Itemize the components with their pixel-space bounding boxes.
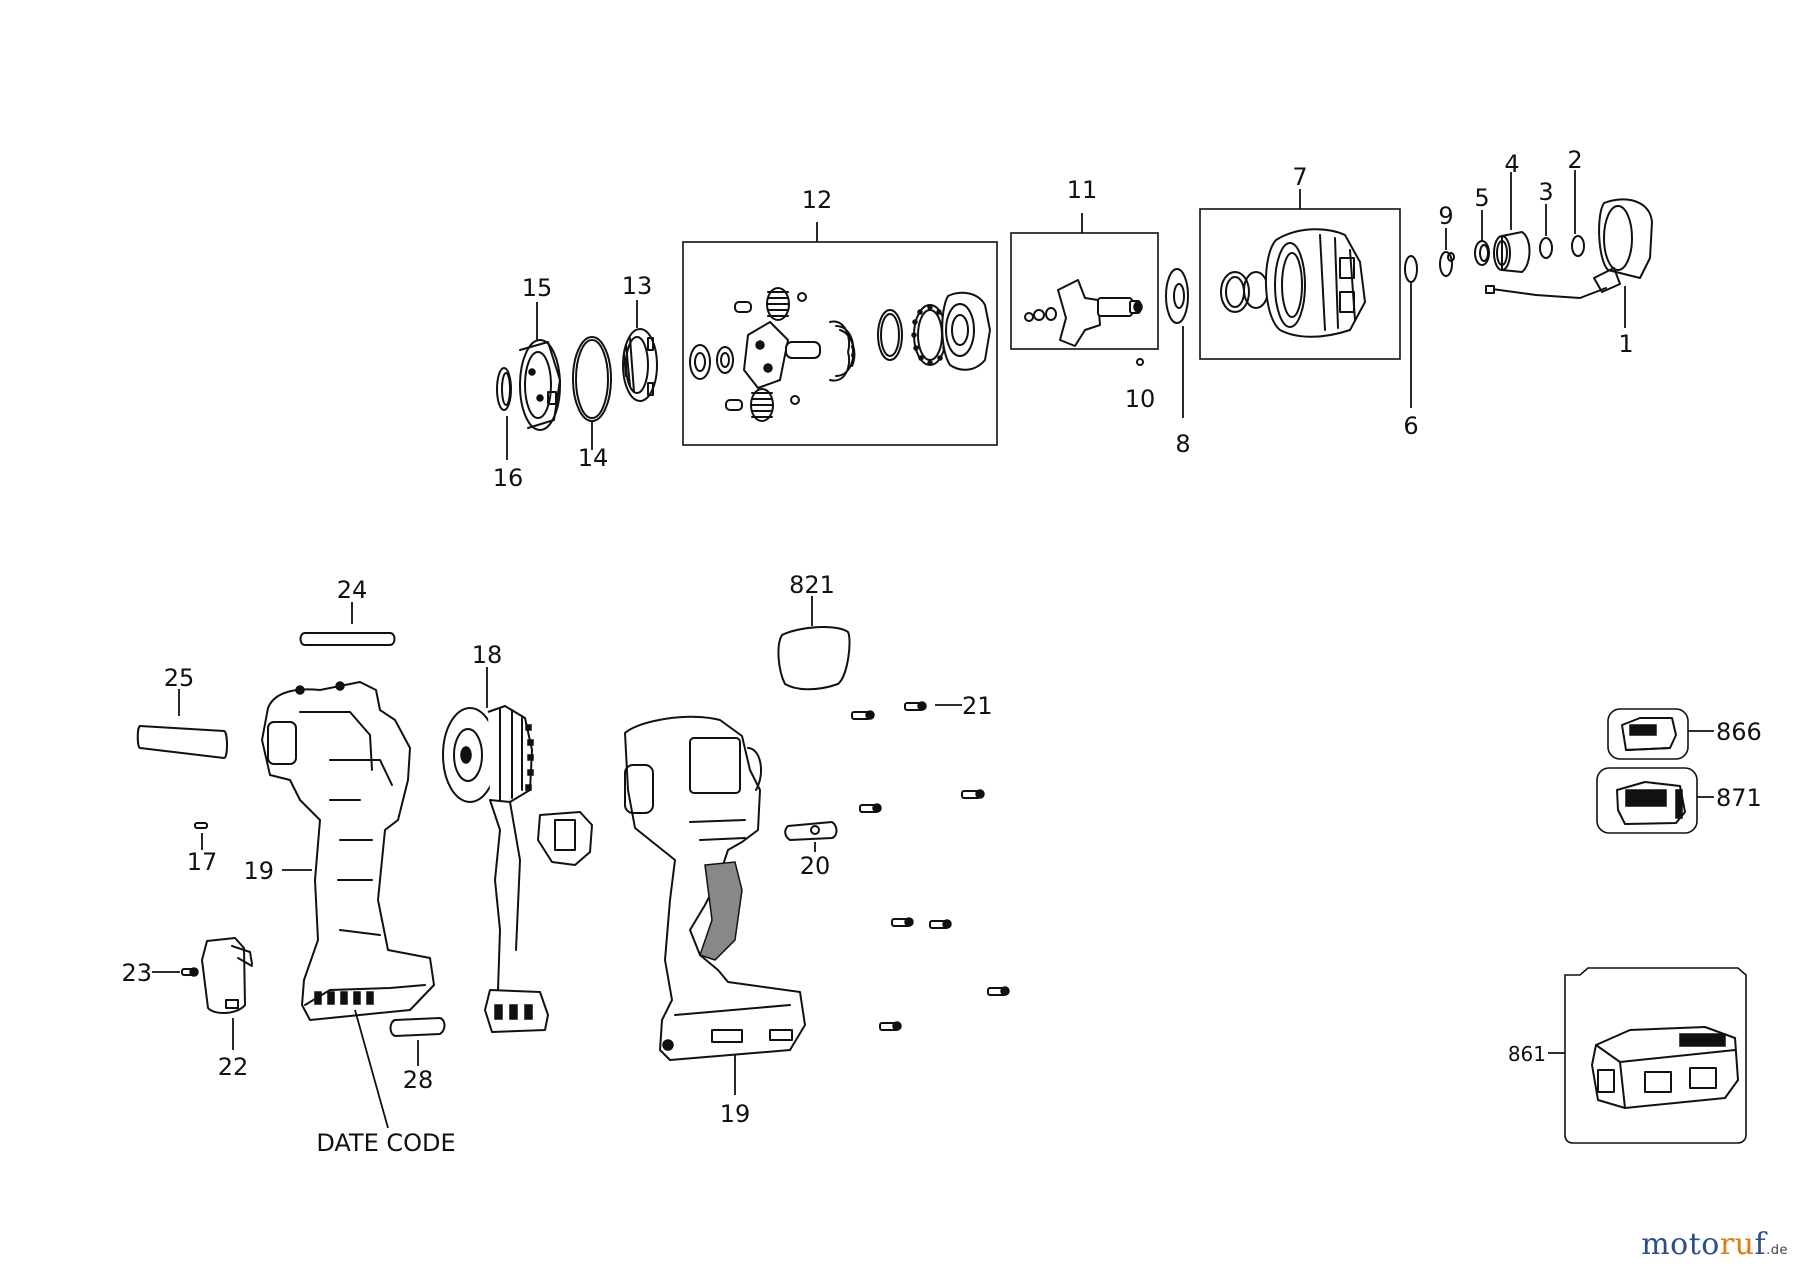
callout-866: 866 (1716, 718, 1762, 746)
callout-5: 5 (1474, 184, 1489, 212)
part-24-label (299, 632, 396, 646)
part-18-motor-switch-assembly (442, 705, 593, 1033)
watermark-part2: ru (1719, 1227, 1755, 1262)
part-1-nose-cover-led (1485, 198, 1653, 299)
group-7-hammer-case-parts (1220, 228, 1366, 338)
part-17-pin (194, 822, 208, 829)
callout-23: 23 (121, 959, 152, 987)
part-13-ring-gear (622, 328, 658, 402)
motoruf-watermark: motoruf.de (1641, 1227, 1788, 1262)
callout-821: 821 (789, 571, 835, 599)
watermark-part1: moto (1641, 1227, 1720, 1262)
part-16-o-ring (496, 367, 512, 411)
part-866-battery (1607, 708, 1689, 760)
callout-12: 12 (802, 186, 833, 214)
callout-6: 6 (1403, 412, 1418, 440)
callout-3: 3 (1538, 178, 1553, 206)
part-3-ring (1539, 237, 1553, 259)
callout-7: 7 (1292, 163, 1307, 191)
callout-871: 871 (1716, 784, 1762, 812)
group-11-box (1010, 232, 1159, 350)
callout-20: 20 (800, 852, 831, 880)
part-20-clip (784, 821, 838, 841)
callout-19a: 19 (243, 857, 274, 885)
part-9-clip (1439, 251, 1455, 277)
part-28-label (389, 1017, 446, 1037)
part-4-sleeve (1493, 231, 1531, 273)
group-12-planetary-parts (689, 287, 991, 422)
part-19-right-housing (624, 715, 806, 1061)
callout-21: 21 (962, 692, 993, 720)
callout-13: 13 (622, 272, 653, 300)
part-821-label (777, 625, 851, 691)
callout-17: 17 (187, 848, 218, 876)
date-code-leader (354, 1009, 389, 1129)
callout-2: 2 (1567, 146, 1582, 174)
callout-14: 14 (578, 444, 609, 472)
part-6-o-ring (1404, 255, 1418, 283)
part-5-bushing (1474, 240, 1490, 266)
part-22-belt-clip (201, 937, 253, 1014)
callout-19b: 19 (720, 1100, 751, 1128)
callout-24: 24 (337, 576, 368, 604)
callout-10: 10 (1125, 385, 1156, 413)
part-25-label (136, 725, 228, 759)
callout-18: 18 (472, 641, 503, 669)
group-12-box (682, 241, 998, 446)
callout-11: 11 (1067, 176, 1098, 204)
part-871-charger (1596, 767, 1698, 834)
callout-4: 4 (1504, 150, 1519, 178)
part-8-washer (1165, 268, 1189, 324)
part-14-large-o-ring (572, 336, 612, 422)
group-11-anvil-parts (1024, 279, 1143, 347)
callout-15: 15 (522, 274, 553, 302)
callout-861: 861 (1508, 1042, 1546, 1066)
date-code-label: DATE CODE (316, 1129, 455, 1157)
part-19-left-housing (261, 681, 435, 1021)
callout-9: 9 (1438, 202, 1453, 230)
part-2-retaining-ring (1571, 235, 1585, 257)
callout-25: 25 (164, 664, 195, 692)
part-23-screw (181, 967, 199, 977)
watermark-tld: .de (1766, 1243, 1788, 1258)
part-15-housing-ring (519, 339, 561, 431)
callout-22: 22 (218, 1053, 249, 1081)
watermark-part3: f (1754, 1227, 1767, 1262)
part-861-carry-case (1564, 967, 1747, 1144)
callout-16: 16 (493, 464, 524, 492)
part-21-screws (851, 701, 1010, 1031)
callout-1: 1 (1618, 330, 1633, 358)
part-10-ball (1136, 358, 1144, 366)
callout-8: 8 (1175, 430, 1190, 458)
callout-28: 28 (403, 1066, 434, 1094)
